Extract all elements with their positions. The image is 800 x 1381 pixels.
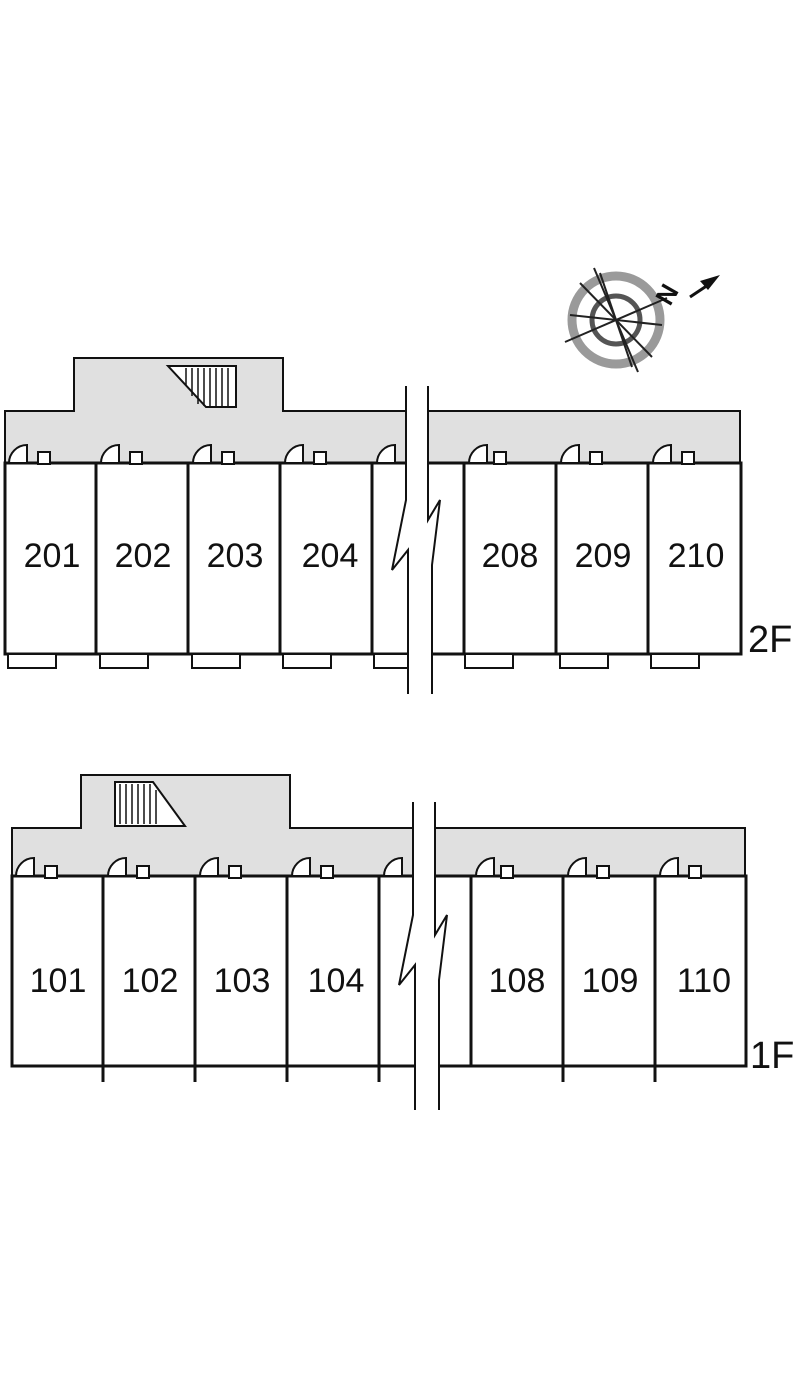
unit-210: 210 xyxy=(668,537,725,575)
unit-101: 101 xyxy=(30,962,87,1000)
doors-2f xyxy=(7,443,695,465)
unit-108: 108 xyxy=(489,962,546,1000)
unit-201: 201 xyxy=(24,537,81,575)
floor-label-1f: 1F xyxy=(750,1035,794,1077)
unit-204: 204 xyxy=(302,537,359,575)
compass-ring-inner xyxy=(589,293,643,347)
floor-2f: 201 202 203 204 208 209 210 2F xyxy=(3,357,792,694)
floor-label-2f: 2F xyxy=(748,619,792,661)
unit-203: 203 xyxy=(207,537,264,575)
unit-209: 209 xyxy=(575,537,632,575)
stair-icon xyxy=(165,365,237,408)
floor-1f: 101 102 103 104 108 109 110 1F xyxy=(10,774,794,1110)
compass-lines xyxy=(564,267,668,373)
compass: N xyxy=(564,267,720,373)
unit-110: 110 xyxy=(677,962,731,1000)
unit-103: 103 xyxy=(214,962,271,1000)
unit-102: 102 xyxy=(122,962,179,1000)
unit-202: 202 xyxy=(115,537,172,575)
unit-208: 208 xyxy=(482,537,539,575)
balconies-2f xyxy=(7,653,700,669)
doors-1f xyxy=(14,856,702,879)
compass-ring-outer xyxy=(567,271,665,369)
stair-icon xyxy=(114,781,187,827)
unit-109: 109 xyxy=(582,962,639,1000)
unit-104: 104 xyxy=(308,962,365,1000)
